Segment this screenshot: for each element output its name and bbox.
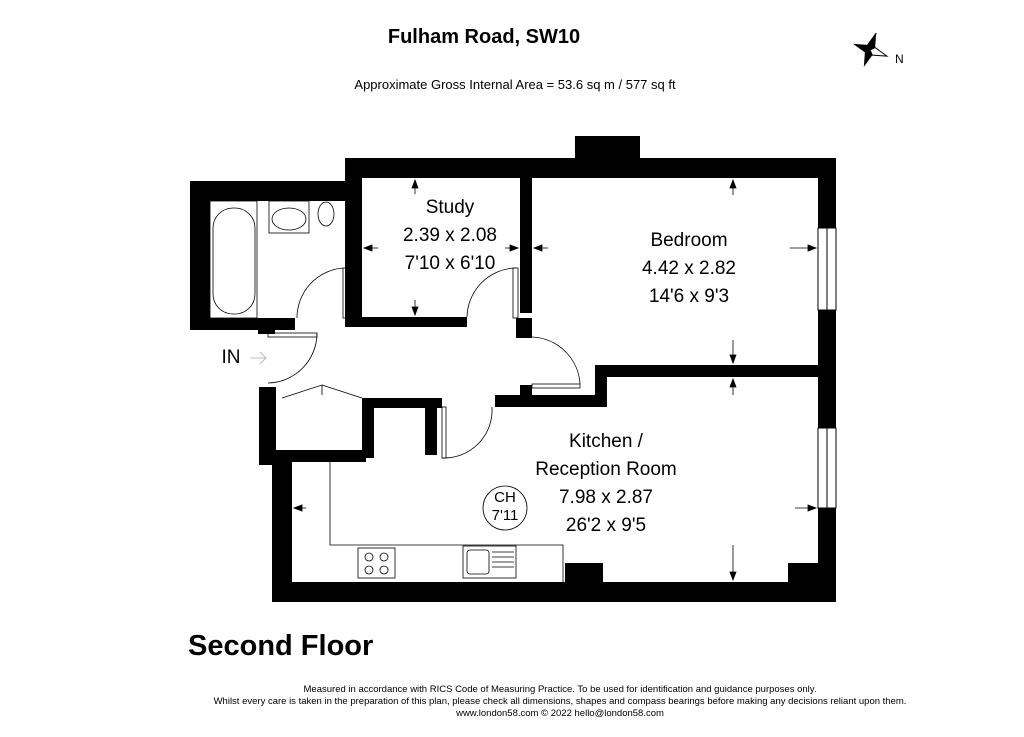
basin-icon xyxy=(268,200,310,234)
hob-icon xyxy=(357,547,396,579)
footer-line-2: Whilst every care is taken in the prepar… xyxy=(213,696,907,707)
plan-title: Fulham Road, SW10 xyxy=(387,26,581,48)
ch-circle xyxy=(482,485,528,531)
fixtures xyxy=(209,200,564,582)
room-metric: 7.98 x 2.87 xyxy=(558,487,654,508)
room-study: Study 2.39 x 2.08 7'10 x 6'10 xyxy=(403,194,497,278)
room-imperial: 26'2 x 9'5 xyxy=(565,515,647,536)
room-imperial: 7'10 x 6'10 xyxy=(404,253,496,274)
footer-line-3: www.london58.com © 2022 hello@london58.c… xyxy=(456,708,664,719)
ch-height: 7'11 xyxy=(491,507,519,524)
entrance-label: IN xyxy=(221,347,241,368)
dimension-arrows xyxy=(292,178,818,582)
room-name: Study xyxy=(425,197,475,218)
room-kitchen-reception: Kitchen / Reception Room 7.98 x 2.87 26'… xyxy=(535,428,677,540)
footer-line-1: Measured in accordance with RICS Code of… xyxy=(303,684,817,695)
ch-label: CH 7'11 xyxy=(492,489,519,525)
room-name-2: Reception Room xyxy=(535,459,677,480)
entrance-arrow-icon xyxy=(250,351,267,365)
room-metric: 2.39 x 2.08 xyxy=(402,225,498,246)
toilet-icon xyxy=(317,201,335,227)
walls xyxy=(190,136,836,602)
gross-area: Approximate Gross Internal Area = 53.6 s… xyxy=(354,77,676,92)
compass-icon xyxy=(853,32,889,67)
windows xyxy=(817,227,837,509)
room-metric: 4.42 x 2.82 xyxy=(641,258,737,279)
compass-north-label: N xyxy=(895,52,904,66)
room-name: Bedroom xyxy=(650,230,728,251)
sink-icon xyxy=(462,545,517,579)
room-bedroom: Bedroom 4.42 x 2.82 14'6 x 9'3 xyxy=(642,227,736,311)
doors xyxy=(267,267,581,459)
room-imperial: 14'6 x 9'3 xyxy=(648,286,730,307)
floor-label: Second Floor xyxy=(188,630,374,662)
room-name: Kitchen / xyxy=(569,431,643,452)
ch-text: CH xyxy=(494,489,516,506)
bathtub-icon xyxy=(212,207,256,315)
